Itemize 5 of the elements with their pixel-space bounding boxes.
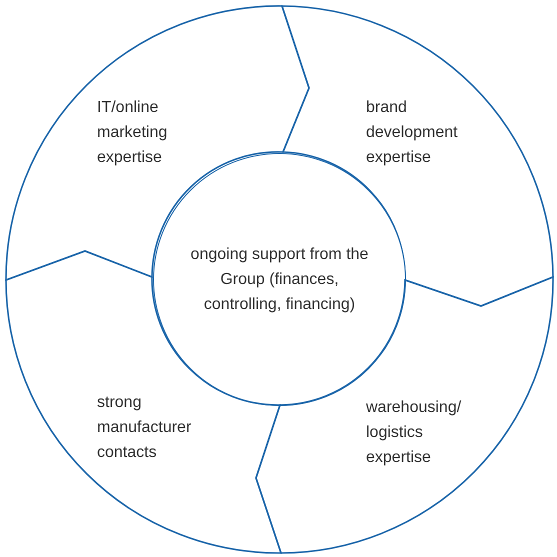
segment-label: IT/online marketing expertise xyxy=(97,98,168,168)
center-label: ongoing support from the Group (finances, controlling, financing) xyxy=(190,245,370,315)
segment-label: strong manufacturer contacts xyxy=(97,393,192,463)
segment-label: warehousing/ logistics expertise xyxy=(366,398,462,468)
segment-label: brand development expertise xyxy=(366,98,459,168)
